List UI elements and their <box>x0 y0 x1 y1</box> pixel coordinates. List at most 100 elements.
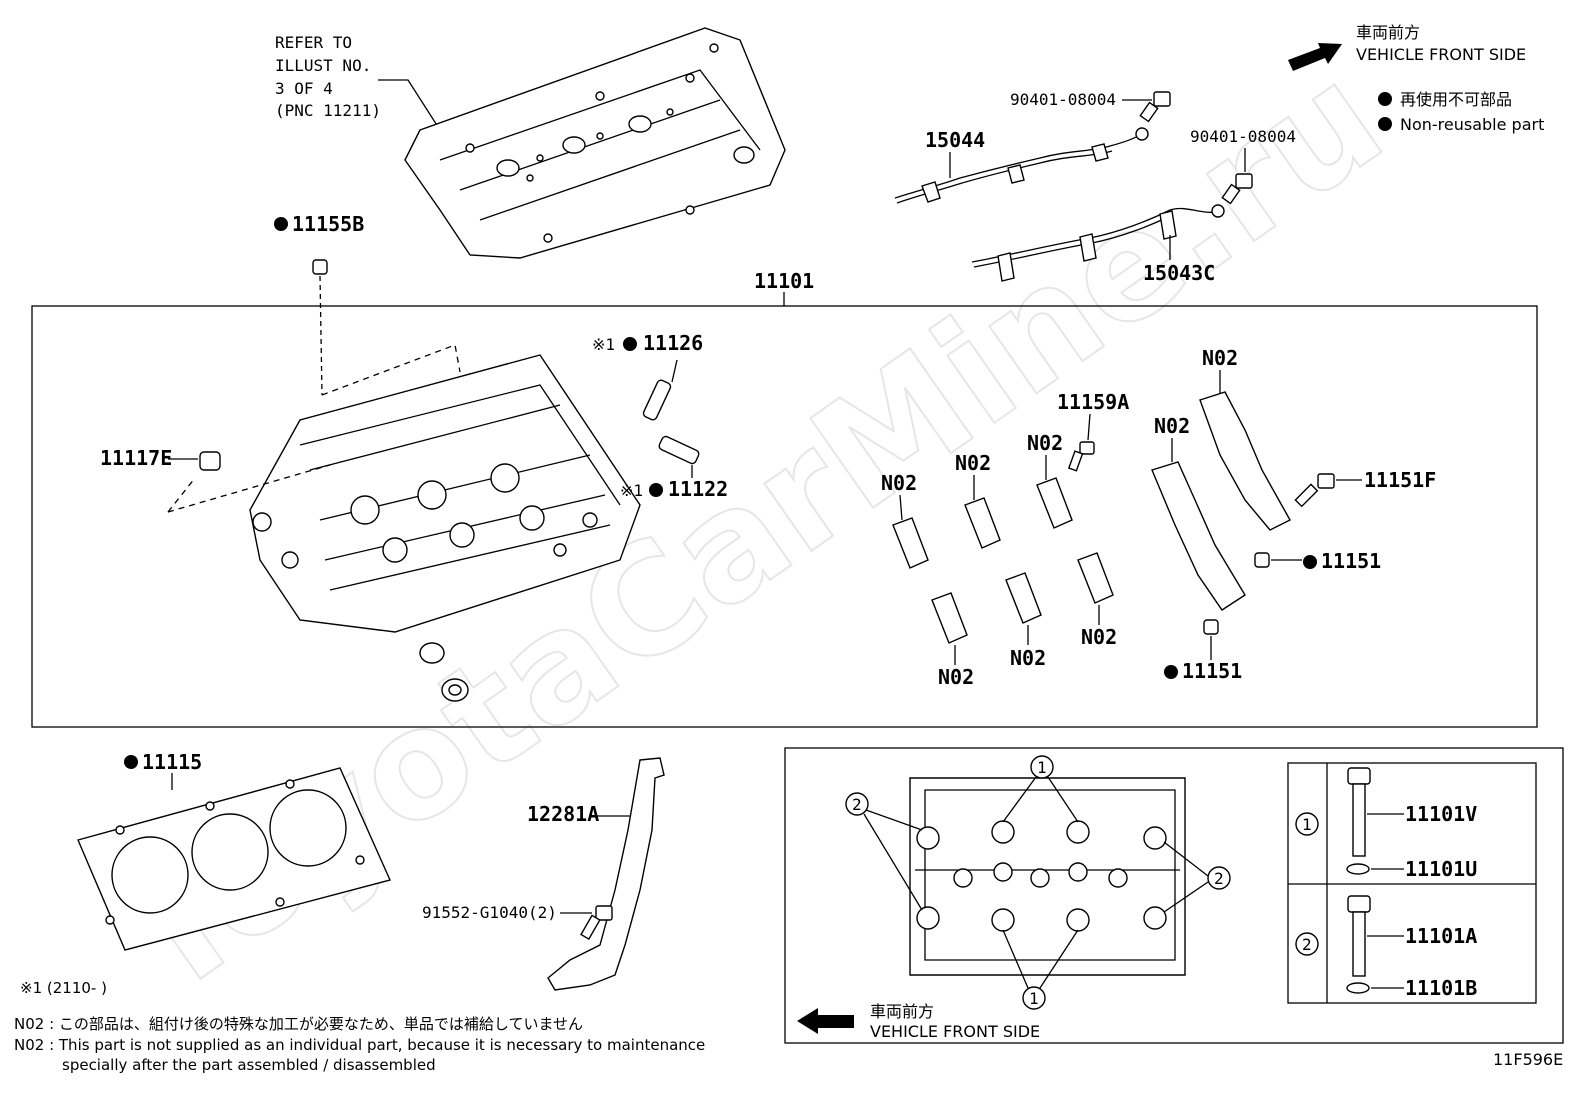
bearing-cap-long <box>1199 391 1291 531</box>
label-n02: N02 <box>1010 646 1046 670</box>
non-reusable-dot-icon <box>1164 665 1178 679</box>
footnote-n02-en-1: N02 : This part is not supplied as an in… <box>14 1036 705 1054</box>
bolt-90401-a <box>1139 91 1171 123</box>
table-callout-2-text: 2 <box>1302 935 1312 954</box>
label-91552-G1040: 91552-G1040(2) <box>422 903 557 922</box>
valve-seals-drawing <box>419 642 469 702</box>
inset-front-arrow-icon <box>797 1008 854 1034</box>
label-11155B: 11155B <box>292 212 364 236</box>
label-11159A: 11159A <box>1057 390 1129 414</box>
footnote-ref: ※1 (2110- ) <box>20 979 107 997</box>
front-side-en: VEHICLE FRONT SIDE <box>1356 45 1526 64</box>
callout-circle-1 <box>1022 986 1046 1010</box>
callout-2-text: 2 <box>852 795 862 814</box>
callout-circle-2 <box>1207 866 1231 890</box>
label-11151-a: 11151 <box>1321 549 1381 573</box>
label-12281A: 12281A <box>527 802 599 826</box>
bolt-11101A <box>1347 895 1371 977</box>
label-15044: 15044 <box>925 128 985 152</box>
label-n02: N02 <box>1202 346 1238 370</box>
bolt-11101V <box>1347 767 1371 857</box>
inset-head-top-view <box>909 777 1186 976</box>
footnote-n02-en-2: specially after the part assembled / dis… <box>62 1056 436 1074</box>
label-90401-08004-a: 90401-08004 <box>1010 90 1116 109</box>
label-n02: N02 <box>955 451 991 475</box>
label-n02: N02 <box>1081 625 1117 649</box>
front-arrow-icon <box>1288 43 1342 71</box>
washer-11101U <box>1346 863 1370 875</box>
inset-front-en: VEHICLE FRONT SIDE <box>870 1022 1040 1041</box>
label-11151F: 11151F <box>1364 468 1436 492</box>
callout-1-text: 1 <box>1037 758 1047 777</box>
inset-front-jp: 車両前方 <box>870 1002 934 1021</box>
callout-circle-1 <box>1030 755 1054 779</box>
nut-11151-a <box>1254 552 1270 568</box>
label-11115: 11115 <box>142 750 202 774</box>
non-reusable-dot-icon <box>623 337 637 351</box>
plug-11117E <box>199 451 221 471</box>
label-11117E: 11117E <box>100 446 172 470</box>
bolt-11159A <box>1067 441 1095 472</box>
non-reusable-dot-icon <box>274 217 288 231</box>
label-15043C: 15043C <box>1143 261 1215 285</box>
refer-note-line4: (PNC 11211) <box>275 101 381 120</box>
label-n02: N02 <box>881 471 917 495</box>
head-gasket-11115 <box>77 767 391 951</box>
label-n02: N02 <box>1154 414 1190 438</box>
wire-harness-15044 <box>894 127 1149 204</box>
non-reusable-dot-icon <box>1303 555 1317 569</box>
label-11101: 11101 <box>754 269 814 293</box>
bearing-cap <box>892 517 929 569</box>
non-reusable-en: Non-reusable part <box>1400 115 1544 134</box>
label-11101A: 11101A <box>1405 924 1477 948</box>
label-n02: N02 <box>938 665 974 689</box>
callout-1-text: 1 <box>1029 989 1039 1008</box>
bearing-cap <box>931 592 968 644</box>
plug-11155B <box>312 259 328 275</box>
inset-bolt-diagram-box <box>784 747 1564 1044</box>
table-callout-1-text: 1 <box>1302 815 1312 834</box>
bearing-cap <box>1005 572 1042 624</box>
non-reusable-dot-icon <box>649 483 663 497</box>
assembly-11101-box <box>31 305 1538 728</box>
refer-note-line3: 3 OF 4 <box>275 79 333 98</box>
bolt-table <box>1287 762 1537 1004</box>
non-reusable-dot-icon <box>124 755 138 769</box>
figure-code: 11F596E <box>1493 1050 1563 1069</box>
callout-circle-2 <box>845 792 869 816</box>
bolt-11151F <box>1294 473 1335 508</box>
bracket-12281A <box>547 757 665 991</box>
label-11151-b: 11151 <box>1182 659 1242 683</box>
bolt-90401-b <box>1221 173 1253 205</box>
front-side-jp: 車両前方 <box>1356 23 1420 42</box>
guide-11122 <box>658 435 700 465</box>
refer-note-line1: REFER TO <box>275 33 352 52</box>
label-90401-08004-b: 90401-08004 <box>1190 127 1296 146</box>
non-reusable-dot-icon <box>1378 92 1392 106</box>
label-n02: N02 <box>1027 431 1063 455</box>
label-11101V: 11101V <box>1405 802 1477 826</box>
bolt-91552 <box>580 905 613 940</box>
bearing-cap-long <box>1151 461 1246 611</box>
label-11126: 11126 <box>643 331 703 355</box>
ref-mark-11126: ※1 <box>592 335 615 354</box>
camshaft-housing-drawing <box>404 27 786 259</box>
table-callout-1 <box>1295 812 1319 836</box>
guide-11126 <box>642 379 672 421</box>
nut-11151-b <box>1203 619 1219 635</box>
label-11101B: 11101B <box>1405 976 1477 1000</box>
table-callout-2 <box>1295 932 1319 956</box>
washer-11101B <box>1346 982 1370 994</box>
bearing-cap <box>964 497 1001 549</box>
refer-note-line2: ILLUST NO. <box>275 56 371 75</box>
non-reusable-dot-icon <box>1378 117 1392 131</box>
footnote-n02-jp: N02 : この部品は、組付け後の特殊な加工が必要なため、単品では補給していませ… <box>14 1015 583 1033</box>
label-11122: 11122 <box>668 477 728 501</box>
bearing-cap <box>1077 552 1114 604</box>
wire-harness-15043C <box>971 204 1225 282</box>
ref-mark-11122: ※1 <box>620 481 643 500</box>
callout-2-text: 2 <box>1214 869 1224 888</box>
label-11101U: 11101U <box>1405 857 1477 881</box>
cylinder-head-drawing <box>167 344 641 633</box>
